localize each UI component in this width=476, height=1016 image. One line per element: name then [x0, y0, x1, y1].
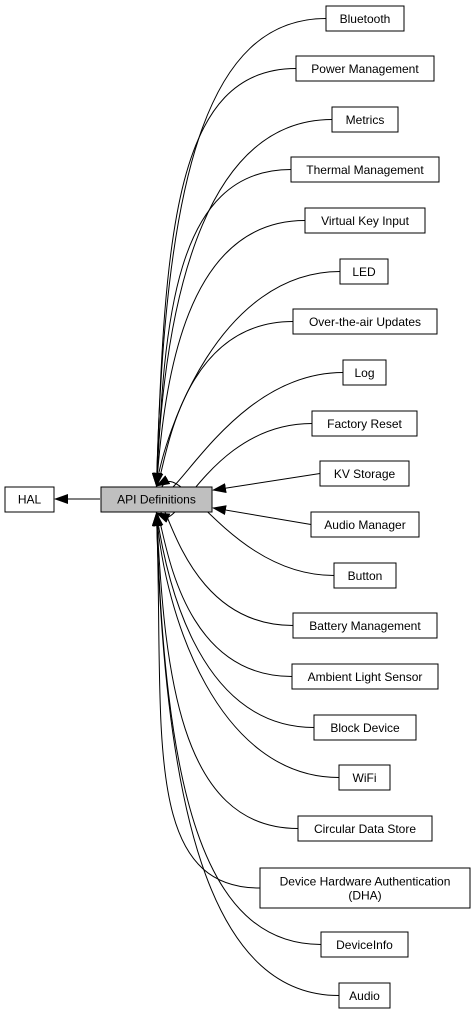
edge-wifi: [152, 512, 340, 778]
node-label: Metrics: [346, 113, 385, 127]
edge-circular-data-store: [152, 512, 299, 829]
node-log[interactable]: Log: [342, 359, 387, 386]
node-audio[interactable]: Audio: [338, 982, 391, 1009]
node-ambient-light-sensor[interactable]: Ambient Light Sensor: [291, 663, 439, 690]
node-label: Power Management: [311, 62, 419, 76]
node-label: Circular Data Store: [314, 822, 416, 836]
node-label: Audio Manager: [324, 518, 405, 532]
node-label: LED: [352, 265, 376, 279]
node-audio-manager[interactable]: Audio Manager: [310, 511, 420, 538]
node-power-management[interactable]: Power Management: [295, 55, 435, 82]
node-kv-storage[interactable]: KV Storage: [319, 460, 410, 487]
node-label: DeviceInfo: [336, 938, 393, 952]
node-label: Bluetooth: [340, 12, 391, 26]
edge-block-device: [153, 512, 315, 728]
node-device-hardware-authentication-dha[interactable]: Device Hardware Authentication(DHA): [259, 867, 471, 909]
node-label: Over-the-air Updates: [309, 315, 421, 329]
node-label: Log: [354, 366, 374, 380]
edge-thermal-management: [152, 169, 292, 487]
edge-over-the-air-updates: [155, 321, 294, 487]
node-label: Battery Management: [309, 619, 421, 633]
node-label: Audio: [349, 989, 380, 1003]
edge-bluetooth: [151, 18, 327, 487]
node-bluetooth[interactable]: Bluetooth: [325, 5, 405, 32]
node-label: (DHA): [348, 889, 381, 903]
node-battery-management[interactable]: Battery Management: [292, 612, 438, 639]
edge-power-management: [151, 68, 297, 487]
node-thermal-management[interactable]: Thermal Management: [290, 156, 440, 183]
edge-audio: [151, 512, 340, 996]
node-wifi[interactable]: WiFi: [338, 764, 391, 791]
edge-kv-storage: [212, 473, 321, 494]
node-metrics[interactable]: Metrics: [331, 106, 399, 133]
node-factory-reset[interactable]: Factory Reset: [311, 410, 418, 437]
node-circular-data-store[interactable]: Circular Data Store: [297, 815, 433, 842]
node-over-the-air-updates[interactable]: Over-the-air Updates: [292, 308, 438, 335]
node-label: KV Storage: [334, 467, 396, 481]
edges-layer: [151, 18, 344, 996]
node-label: Device Hardware Authentication: [280, 875, 451, 889]
node-label: Virtual Key Input: [321, 214, 409, 228]
node-deviceinfo[interactable]: DeviceInfo: [320, 931, 409, 958]
node-label: Block Device: [330, 721, 400, 735]
edge-audio-manager: [212, 505, 312, 525]
edge-ambient-light-sensor: [155, 512, 293, 677]
node-block-device[interactable]: Block Device: [313, 714, 417, 741]
node-api-definitions-label: API Definitions: [117, 493, 196, 507]
edge-virtual-key-input: [152, 220, 306, 487]
edge-led: [153, 271, 341, 487]
edge-battery-management: [153, 499, 294, 626]
node-button[interactable]: Button: [333, 562, 397, 589]
node-label: Factory Reset: [327, 417, 402, 431]
node-api-definitions[interactable]: API Definitions: [100, 486, 213, 513]
node-label: Ambient Light Sensor: [308, 670, 423, 684]
node-label: Thermal Management: [306, 163, 424, 177]
node-hal[interactable]: HAL: [4, 486, 55, 513]
node-label: Button: [348, 569, 383, 583]
node-label: WiFi: [353, 771, 377, 785]
node-led[interactable]: LED: [339, 258, 389, 285]
edge-metrics: [152, 119, 333, 487]
node-virtual-key-input[interactable]: Virtual Key Input: [304, 207, 426, 234]
node-hal-label: HAL: [18, 493, 42, 507]
